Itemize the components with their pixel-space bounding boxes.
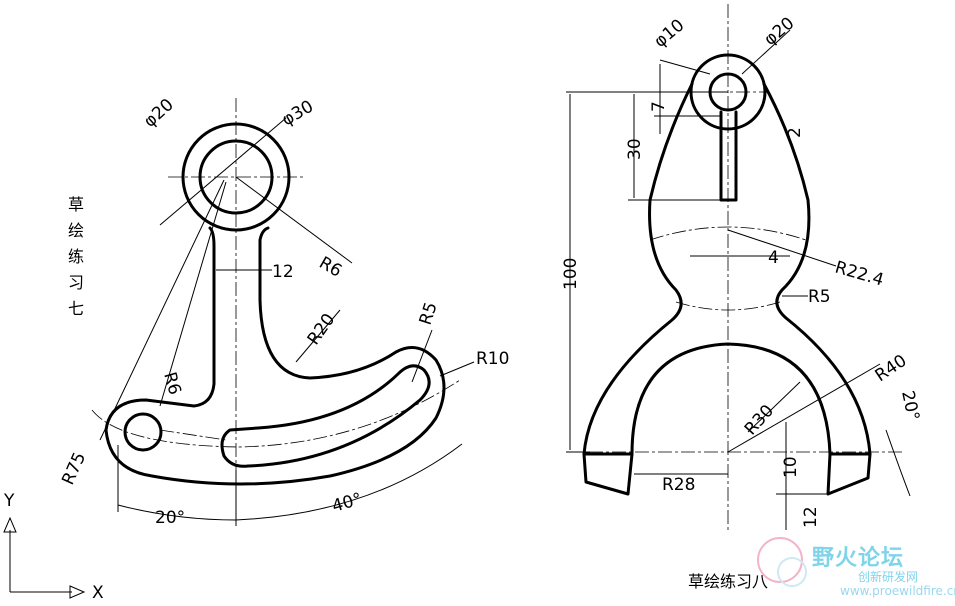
right-d10-leader [659,59,711,75]
left-r75-leader [99,179,225,441]
left-inner-circle [198,139,274,215]
right-d20-leader [741,29,791,75]
left-d-leader [159,117,287,226]
ucs-y-label: Y [3,491,15,511]
left-curved-slot [220,364,431,468]
right-body-outline [582,82,872,456]
right-r40-leader [727,363,881,453]
left-a20-text: 20° [155,508,185,528]
right-part: φ10 φ20 7 30 2 100 4 R22.4 R5 R40 R30 10… [561,4,923,532]
right-r30-leader [747,381,801,433]
left-20deg-arc [117,504,237,521]
left-r10-leader [439,361,475,377]
left-outer-circle [181,122,291,232]
left-w12-text: 12 [272,262,294,282]
right-neck-arc [675,301,781,311]
left-r6-top-text: R6 [316,253,346,282]
right-r22-arc [649,226,807,241]
ucs-icon: Y X [3,491,104,603]
right-w2-text: 2 [785,127,805,138]
right-title: 草绘练习八 [688,572,769,591]
left-slot-axis [159,429,227,441]
right-r5-text: R5 [808,287,831,307]
right-d20-text: φ20 [760,13,798,49]
right-d10-text: φ10 [650,15,688,51]
left-r5-leader [411,329,433,383]
right-r28-text: R28 [662,475,695,495]
right-h100-text: 100 [561,258,581,290]
right-left-foot [582,452,634,496]
left-d20-text: φ20 [140,95,178,132]
left-a40-text: 40° [330,489,364,517]
left-part: φ20 φ30 12 R6 R20 R5 R10 R6 R75 20° 40° [58,95,509,528]
left-d30-text: φ30 [279,97,317,131]
right-w4-text: 4 [768,248,779,268]
watermark-name: 野火论坛 [812,546,905,571]
watermark-logo-icon [757,537,807,587]
left-body-outline [104,226,446,486]
right-right-foot [826,452,872,496]
right-h30-text: 30 [625,138,645,160]
watermark-url: www.proewildfire.cn [840,584,955,598]
right-r22-leader [727,229,837,267]
left-small-hole [123,412,163,452]
right-r30-text: R30 [741,401,778,439]
left-r6-left-text: R6 [159,370,184,397]
right-r22-text: R22.4 [833,258,886,291]
right-h7-text: 7 [649,101,669,112]
left-r75-text: R75 [58,449,90,488]
right-slot [719,110,738,202]
watermark-sub: 创新研发网 [858,570,919,584]
left-40deg-arc [235,443,463,521]
left-r6-top-leader [235,176,353,264]
left-title: 草绘练习七 [67,195,84,318]
left-arc-centerline [91,379,461,448]
right-h12-text: 12 [801,506,821,528]
right-h10-text: 10 [781,456,801,478]
left-r10-text: R10 [476,349,509,369]
left-r6-leader [159,181,227,407]
left-r20-text: R20 [304,310,340,349]
ucs-x-label: X [92,583,104,603]
right-a20-text: 20° [897,389,923,423]
right-20deg-arc [885,429,911,497]
left-r5-text: R5 [416,300,442,328]
left-r20-leader [295,309,341,363]
right-r40-text: R40 [872,351,911,386]
